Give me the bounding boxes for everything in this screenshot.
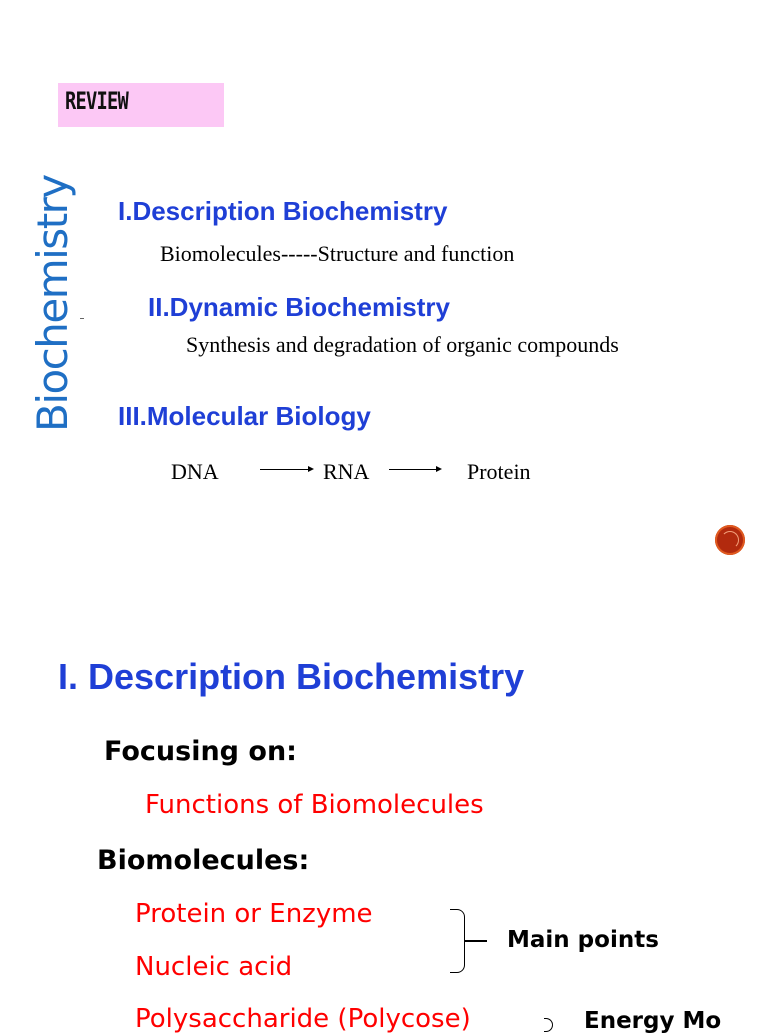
review-label: REVIEW: [65, 87, 129, 115]
next-slide-circle-icon[interactable]: [715, 525, 745, 555]
section2-heading: II.Dynamic Biochemistry: [148, 292, 450, 322]
main-points-label: Main points: [507, 927, 659, 953]
focusing-label: Focusing on:: [104, 736, 297, 767]
slide2-title: I. Description Biochemistry: [58, 656, 525, 697]
focusing-item: Functions of Biomolecules: [145, 790, 484, 820]
list-item: Protein or Enzyme: [135, 899, 373, 929]
brace-tick: [465, 940, 487, 942]
brace-icon: [544, 1018, 553, 1032]
brace-icon: [450, 909, 465, 973]
biomolecules-label: Biomolecules:: [97, 845, 310, 876]
arrow-icon: [260, 466, 314, 472]
divider-dash: [80, 318, 84, 319]
section3-heading: III.Molecular Biology: [118, 401, 371, 431]
list-item: Polysaccharide (Polycose): [135, 1004, 471, 1034]
section1-heading: I.Description Biochemistry: [118, 196, 448, 226]
energy-label: Energy Mo: [584, 1008, 722, 1034]
list-item: Nucleic acid: [135, 952, 293, 982]
arrow-icon: [389, 466, 442, 472]
flow-protein: Protein: [467, 459, 531, 484]
vertical-title: Biochemistry: [28, 175, 77, 432]
section1-text: Biomolecules-----Structure and function: [160, 241, 515, 266]
flow-rna: RNA: [323, 459, 370, 484]
section2-text: Synthesis and degradation of organic com…: [186, 332, 619, 357]
flow-dna: DNA: [171, 459, 219, 484]
review-badge: [58, 83, 224, 127]
